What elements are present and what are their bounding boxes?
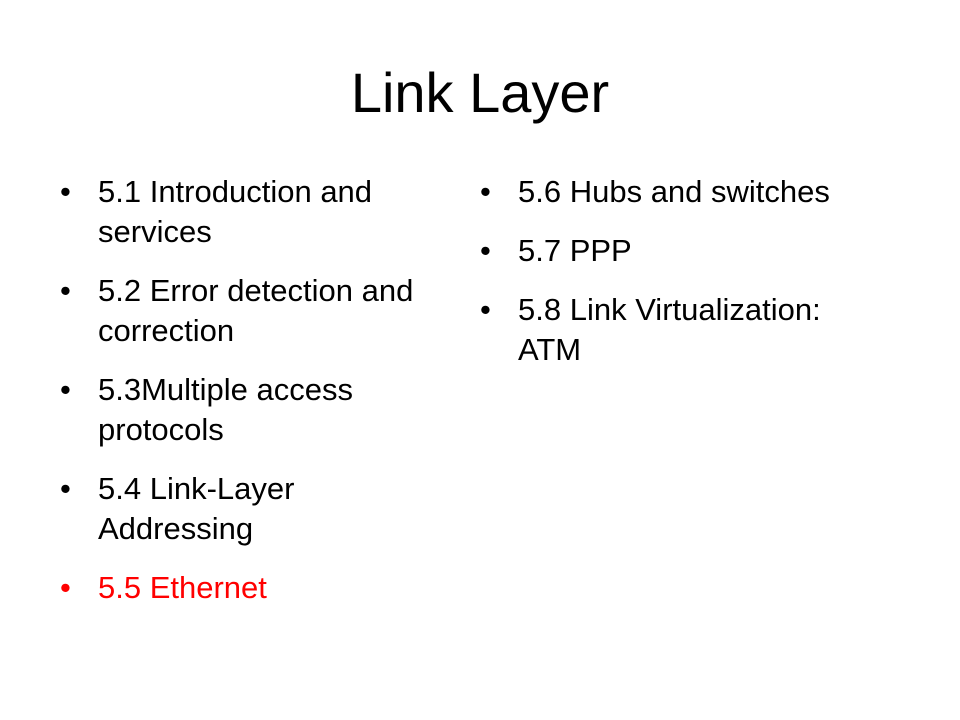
list-item-text: 5.6 Hubs and switches <box>518 174 830 209</box>
list-item: • 5.3Multiple access protocols <box>60 370 440 450</box>
list-item: • 5.7 PPP <box>480 231 880 271</box>
bullet-icon: • <box>60 570 71 605</box>
bullet-list-left: • 5.1 Introduction and services • 5.2 Er… <box>60 172 440 627</box>
list-item: • 5.2 Error detection and correction <box>60 271 440 351</box>
list-item-text: 5.2 Error detection and correction <box>98 273 414 348</box>
list-item: • 5.8 Link Virtualization: ATM <box>480 290 880 370</box>
list-item-text: 5.8 Link Virtualization: ATM <box>518 292 821 367</box>
bullet-icon: • <box>480 233 491 268</box>
list-item: • 5.4 Link-Layer Addressing <box>60 469 440 549</box>
list-item-text: 5.5 Ethernet <box>98 570 267 605</box>
bullet-icon: • <box>480 174 491 209</box>
bullet-icon: • <box>60 471 71 506</box>
slide-title: Link Layer <box>350 61 610 124</box>
list-item-highlighted: • 5.5 Ethernet <box>60 568 440 608</box>
list-item-text: 5.4 Link-Layer Addressing <box>98 471 295 546</box>
bullet-list-right: • 5.6 Hubs and switches • 5.7 PPP • 5.8 … <box>480 172 880 389</box>
bullet-icon: • <box>60 174 71 209</box>
bullet-icon: • <box>60 372 71 407</box>
list-item-text: 5.1 Introduction and services <box>98 174 373 249</box>
list-item-text: 5.7 PPP <box>518 233 632 268</box>
list-item: • 5.6 Hubs and switches <box>480 172 880 212</box>
list-item: • 5.1 Introduction and services <box>60 172 440 252</box>
bullet-icon: • <box>480 292 491 327</box>
bullet-icon: • <box>60 273 71 308</box>
list-item-text: 5.3Multiple access protocols <box>98 372 354 447</box>
